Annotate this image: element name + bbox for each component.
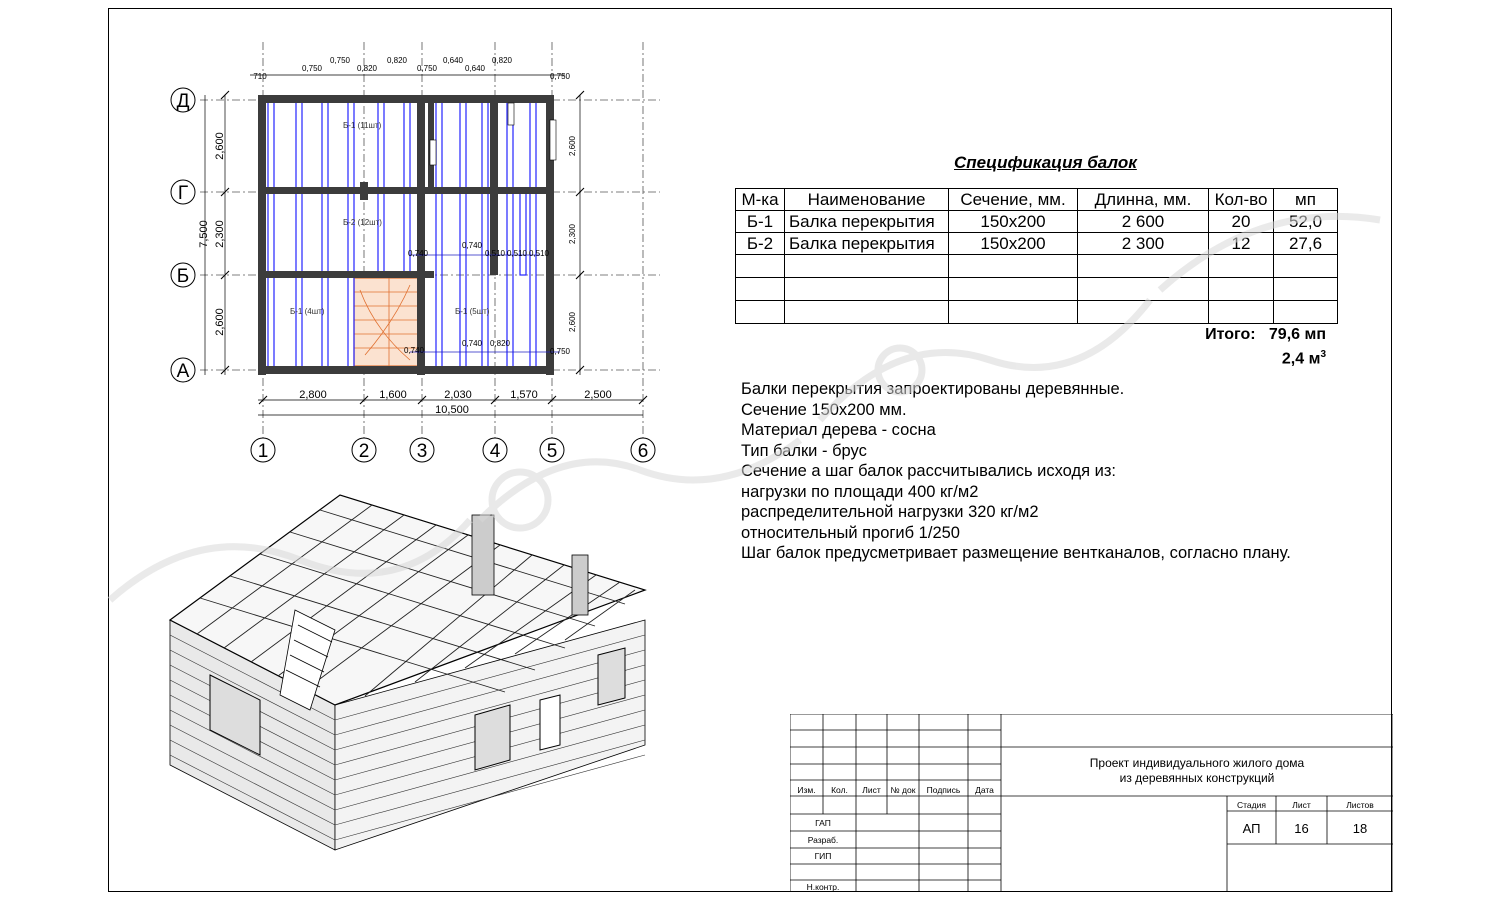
title-block: Изм. Кол. Лист № док Подпись Дата ГАП Ра… — [790, 714, 1393, 892]
dim-right-1: 2,600 — [568, 135, 577, 156]
tb-col-izm: Изм. — [797, 785, 816, 795]
note-line: Балки перекрытия запроектированы деревян… — [741, 380, 1125, 398]
note-line: Шаг балок предусметривает размещение вен… — [741, 544, 1291, 562]
axis-number-5: 5 — [547, 441, 558, 462]
svg-text:0,740: 0,740 — [404, 346, 425, 355]
svg-text:0,820: 0,820 — [387, 56, 408, 65]
total-label: Итого: — [1205, 326, 1256, 343]
note-line: Сечение а шаг балок рассчитывались исход… — [741, 462, 1117, 480]
note-line: Материал дерева - сосна — [741, 421, 936, 439]
svg-text:0,740: 0,740 — [462, 339, 483, 348]
svg-text:0,820: 0,820 — [490, 339, 511, 348]
dim-left-2: 2,300 — [214, 220, 226, 248]
dim-right-3: 2,600 — [568, 311, 577, 332]
tb-sheets-label: Листов — [1346, 800, 1374, 810]
total-mp: 79,6 мп — [1268, 326, 1326, 343]
note-line: Сечение 150х200 мм. — [741, 400, 907, 419]
total-m3: 2,4 м — [1281, 350, 1321, 368]
dim-bottom-total: 10,500 — [435, 404, 469, 416]
tb-stage: АП — [1242, 821, 1261, 836]
beam-spec-table: М-ка Наименование Сечение, мм. Длинна, м… — [735, 188, 1338, 324]
tb-role-gap: ГАП — [815, 818, 831, 828]
svg-text:0,510: 0,510 — [507, 249, 528, 258]
tb-sheets: 18 — [1352, 821, 1368, 836]
log-walls — [258, 95, 554, 375]
tb-col-list: Лист — [862, 785, 881, 795]
svg-text:0,750: 0,750 — [302, 64, 323, 73]
axis-letter-b: Б — [177, 266, 189, 287]
low-spacing-dims: 0,740 0,740 0,820 0,750 — [404, 339, 571, 356]
dim-left-total: 7,500 — [198, 220, 210, 248]
axis-number-6: 6 — [638, 441, 649, 462]
tb-role-nkontr: Н.контр. — [806, 882, 840, 892]
axis-letter-d: Д — [177, 91, 190, 112]
axis-number-3: 3 — [417, 441, 428, 462]
mid-spacing-dims: 0,740 0,740 0,510 0,510 0,510 — [408, 241, 550, 258]
axis-number-2: 2 — [359, 441, 370, 462]
dim-bottom-1: 2,800 — [299, 389, 327, 401]
svg-text:0,640: 0,640 — [443, 56, 464, 65]
tb-col-sign: Подпись — [926, 785, 961, 795]
top-spacing-dims: 710 0,750 0,750 0,820 0,820 0,750 0,640 … — [253, 56, 570, 81]
svg-text:0,740: 0,740 — [408, 249, 429, 258]
project-title-2: из деревянных конструкций — [1119, 771, 1275, 785]
beam-label-b1-right: Б-1 (5шт) — [455, 307, 490, 316]
axis-letter-a: А — [177, 361, 190, 382]
tb-sheet-label: Лист — [1292, 800, 1311, 810]
beam-label-b2: Б-2 (12шт) — [343, 218, 382, 227]
tb-col-date: Дата — [975, 785, 994, 795]
total-m3-sup: 3 — [1320, 349, 1326, 360]
axis-letter-g: Г — [178, 183, 188, 204]
table-row-empty — [735, 300, 1338, 324]
tb-stage-label: Стадия — [1237, 800, 1266, 810]
dim-left-1: 2,600 — [214, 132, 226, 160]
svg-text:0,740: 0,740 — [462, 241, 483, 250]
tb-col-doc: № док — [890, 785, 916, 795]
note-line: распределительной нагрузки 320 кг/м2 — [741, 503, 1039, 521]
svg-text:0,750: 0,750 — [550, 347, 571, 356]
drawing-sheet-frame — [108, 8, 1392, 892]
spec-totals: Итого: 79,6 мп 2,4 м3 — [1160, 325, 1326, 369]
tb-col-kol: Кол. — [831, 785, 848, 795]
axis-number-4: 4 — [490, 441, 501, 462]
beam-label-b1-left: Б-1 (4шт) — [290, 307, 325, 316]
windows — [209, 647, 626, 771]
spec-title: Спецификация балок — [954, 153, 1137, 172]
axis-number-1: 1 — [258, 441, 269, 462]
table-row: Б-2 Балка перекрытия 150х200 2 300 12 27… — [735, 232, 1338, 255]
note-line: Тип балки - брус — [741, 441, 867, 460]
svg-text:0,640: 0,640 — [465, 64, 486, 73]
svg-text:0,510: 0,510 — [485, 249, 506, 258]
beam-label-b1-top: Б-1 (11шт) — [343, 121, 382, 130]
note-line: относительный прогиб 1/250 — [741, 523, 960, 542]
render-stair — [279, 609, 336, 711]
dim-bottom-2: 1,600 — [379, 389, 407, 401]
table-row: Б-1 Балка перекрытия 150х200 2 600 20 52… — [735, 210, 1338, 233]
table-row-empty — [735, 254, 1338, 278]
svg-text:0,820: 0,820 — [357, 64, 378, 73]
dim-bottom-4: 1,570 — [510, 389, 538, 401]
dim-left-3: 2,600 — [214, 308, 226, 336]
table-row-empty — [735, 277, 1338, 301]
svg-text:0,750: 0,750 — [330, 56, 351, 65]
svg-text:0,820: 0,820 — [492, 56, 513, 65]
svg-text:0,510: 0,510 — [529, 249, 550, 258]
dim-bottom-5: 2,500 — [584, 389, 612, 401]
note-line: нагрузки по площади 400 кг/м2 — [741, 482, 979, 501]
tb-role-gip: ГИП — [814, 851, 832, 861]
svg-text:710: 710 — [253, 72, 267, 81]
svg-text:0,750: 0,750 — [417, 64, 438, 73]
tb-role-razrab: Разраб. — [807, 835, 839, 845]
table-header-row: М-ка Наименование Сечение, мм. Длинна, м… — [735, 188, 1338, 211]
design-notes: Балки перекрытия запроектированы деревян… — [741, 379, 1291, 564]
dim-bottom-3: 2,030 — [444, 389, 472, 401]
svg-text:0,750: 0,750 — [550, 72, 571, 81]
tb-sheet: 16 — [1294, 821, 1309, 836]
dim-right-2: 2,300 — [568, 223, 577, 244]
project-title-1: Проект индивидуального жилого дома — [1089, 756, 1305, 770]
isometric-frame-render — [168, 494, 647, 851]
